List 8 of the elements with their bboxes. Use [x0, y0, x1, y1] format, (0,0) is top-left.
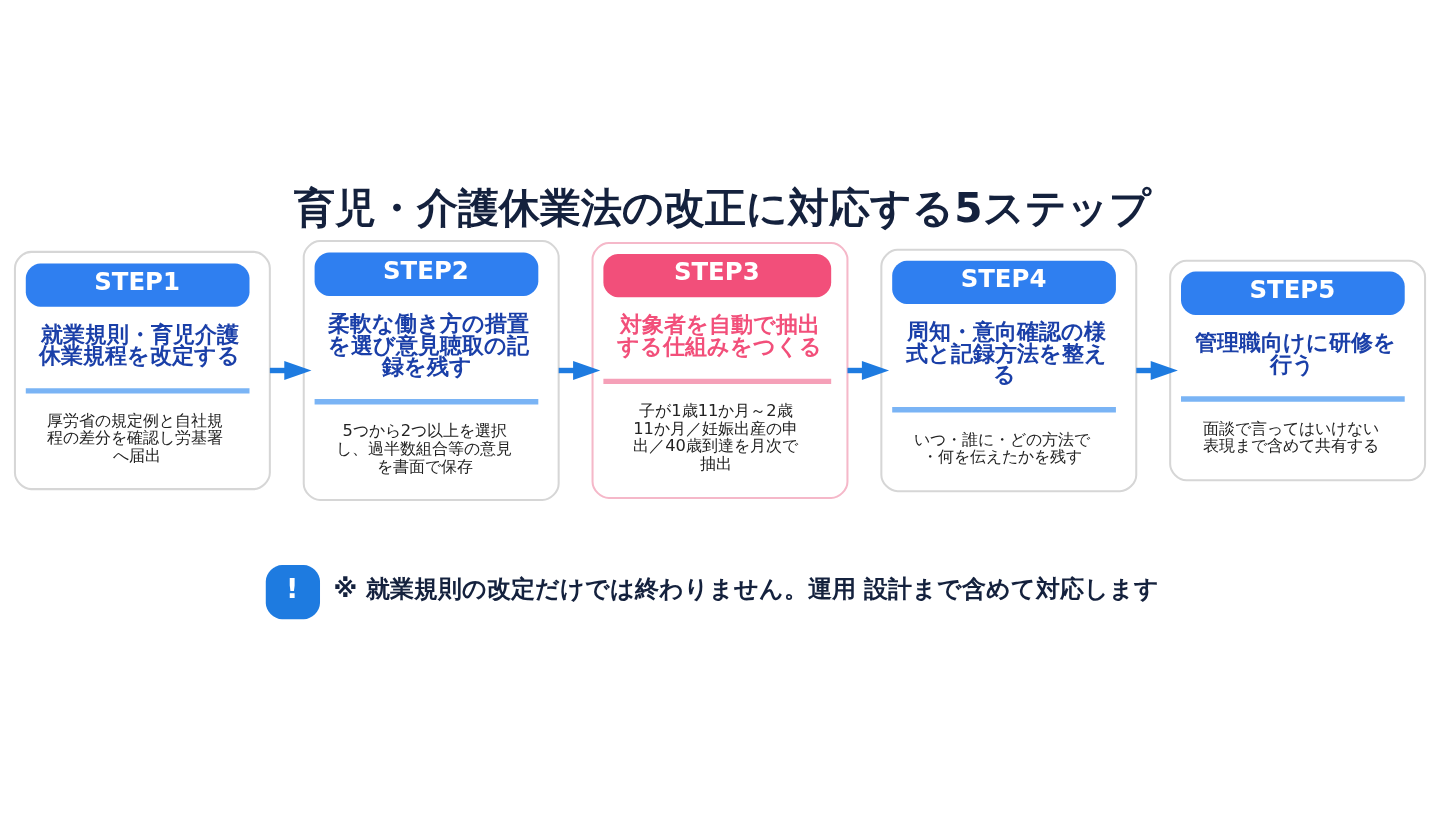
node-box: STEP2 柔軟な働き方の措置を選び意見聴取の記録を残す 5つから2つ以上を選択し、過半数組合等の意見を書面で保存 — [302, 239, 560, 501]
label: ※ 就業規則の改定だけでは終わりません。運用 設計まで含めて対応します — [333, 573, 1160, 603]
diagram-title: 育児・介護休業法の改正に対応する5ステップ — [294, 183, 1151, 232]
node-box: STEP1 就業規則・育児介護休業規程を改定する 厚労省の規定例と自社規程の差分を確認し労基署へ届出 — [13, 250, 271, 490]
node-box: STEP4 周知・意向確認の様式と記録方法を整える いつ・誰に・どの方法で・何を伝えたかを残す — [880, 248, 1138, 492]
node-box: STEP3 対象者を自動で抽出する仕組みをつくる 子が1歳11か月～2歳11か月／妊娠出産の申出／40歳到達を月次で抽出 — [591, 241, 849, 499]
label: ! — [286, 572, 299, 604]
node-box: STEP5 管理職向けに研修を行う 面談で言ってはいけない表現まで含めて共有する — [1169, 259, 1427, 481]
